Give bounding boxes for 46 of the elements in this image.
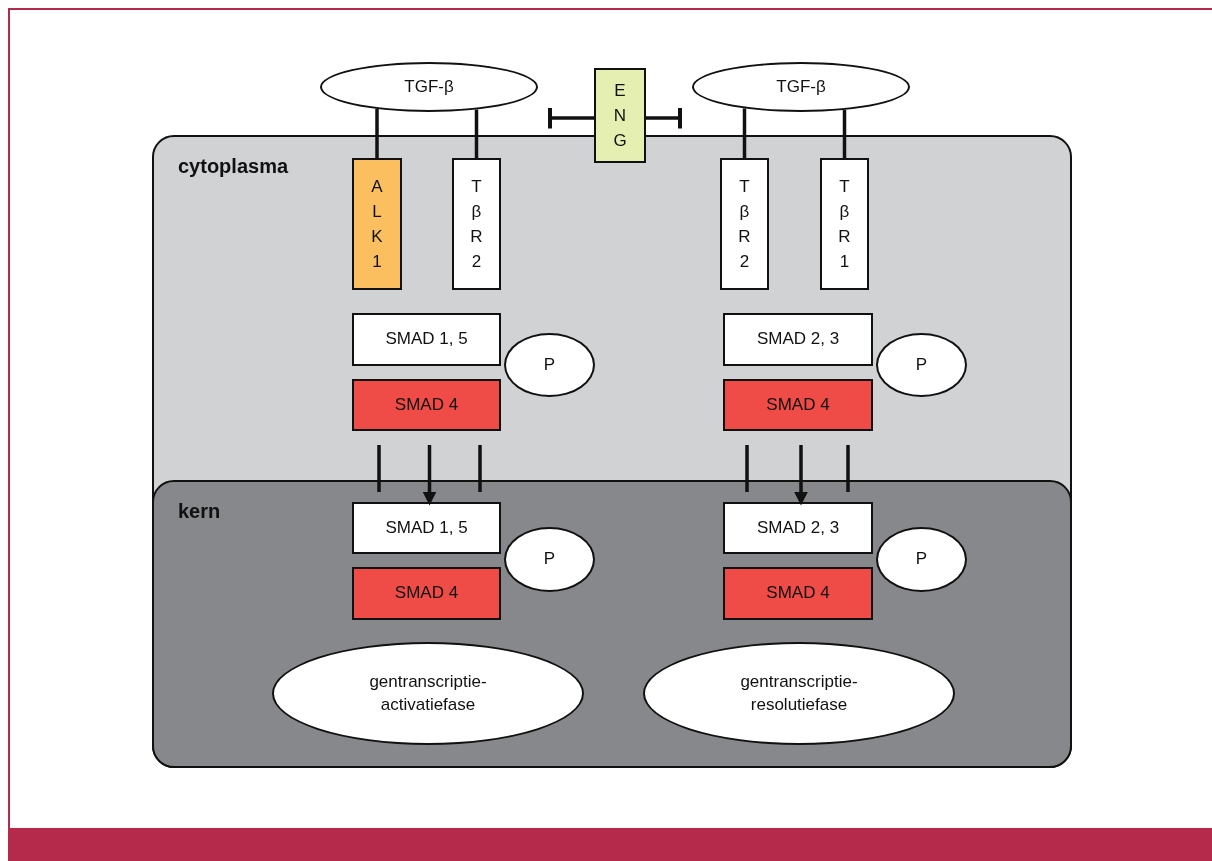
protein-label: SMAD 1, 5 [385, 328, 468, 351]
region-label: kern [178, 500, 221, 523]
protein-label: P [543, 548, 556, 571]
protein-label: E N G [612, 80, 628, 152]
arrow [794, 445, 808, 506]
receptor-box [452, 158, 501, 290]
protein-label: gentranscriptie- activatiefase [368, 671, 488, 716]
receptor-box [820, 158, 869, 290]
cytoplasm-region [152, 135, 1072, 768]
protein-box [723, 379, 873, 431]
protein-label: SMAD 1, 5 [385, 516, 468, 539]
protein-label: T β R 2 [737, 176, 752, 273]
receptor-box [352, 158, 402, 290]
protein-label: SMAD 2, 3 [756, 328, 840, 351]
connector-line [742, 108, 747, 158]
protein-label: T β R 1 [837, 176, 852, 273]
protein-label: SMAD 2, 3 [756, 516, 840, 539]
protein-box [352, 313, 501, 366]
protein-box [723, 313, 873, 366]
protein-label: TGF-β [404, 75, 454, 98]
nucleus-region [152, 480, 1072, 768]
protein-box [352, 567, 501, 620]
protein-label: A L K 1 [370, 176, 384, 273]
receptor-box [720, 158, 769, 290]
protein-label: SMAD 4 [394, 393, 459, 416]
coreceptor-box [594, 68, 646, 163]
protein-box [352, 502, 501, 554]
protein-label: SMAD 4 [394, 582, 459, 605]
protein-label: P [915, 548, 928, 571]
region-label: cytoplasma [178, 155, 289, 178]
connector-line [474, 109, 479, 158]
protein-label: gentranscriptie- resolutiefase [739, 671, 859, 716]
protein-box [723, 502, 873, 554]
inhibition-line [547, 107, 594, 129]
protein-box [352, 379, 501, 431]
protein-box [723, 567, 873, 620]
protein-label: SMAD 4 [766, 393, 830, 416]
connector-line [375, 108, 379, 158]
protein-label: TGF-β [776, 75, 826, 98]
protein-label: P [543, 353, 556, 376]
connector-line [842, 109, 847, 158]
protein-label: T β R 2 [469, 176, 484, 273]
inhibition-line [646, 107, 683, 129]
protein-label: SMAD 4 [766, 582, 830, 605]
protein-label: P [915, 353, 928, 376]
arrow [422, 445, 437, 506]
